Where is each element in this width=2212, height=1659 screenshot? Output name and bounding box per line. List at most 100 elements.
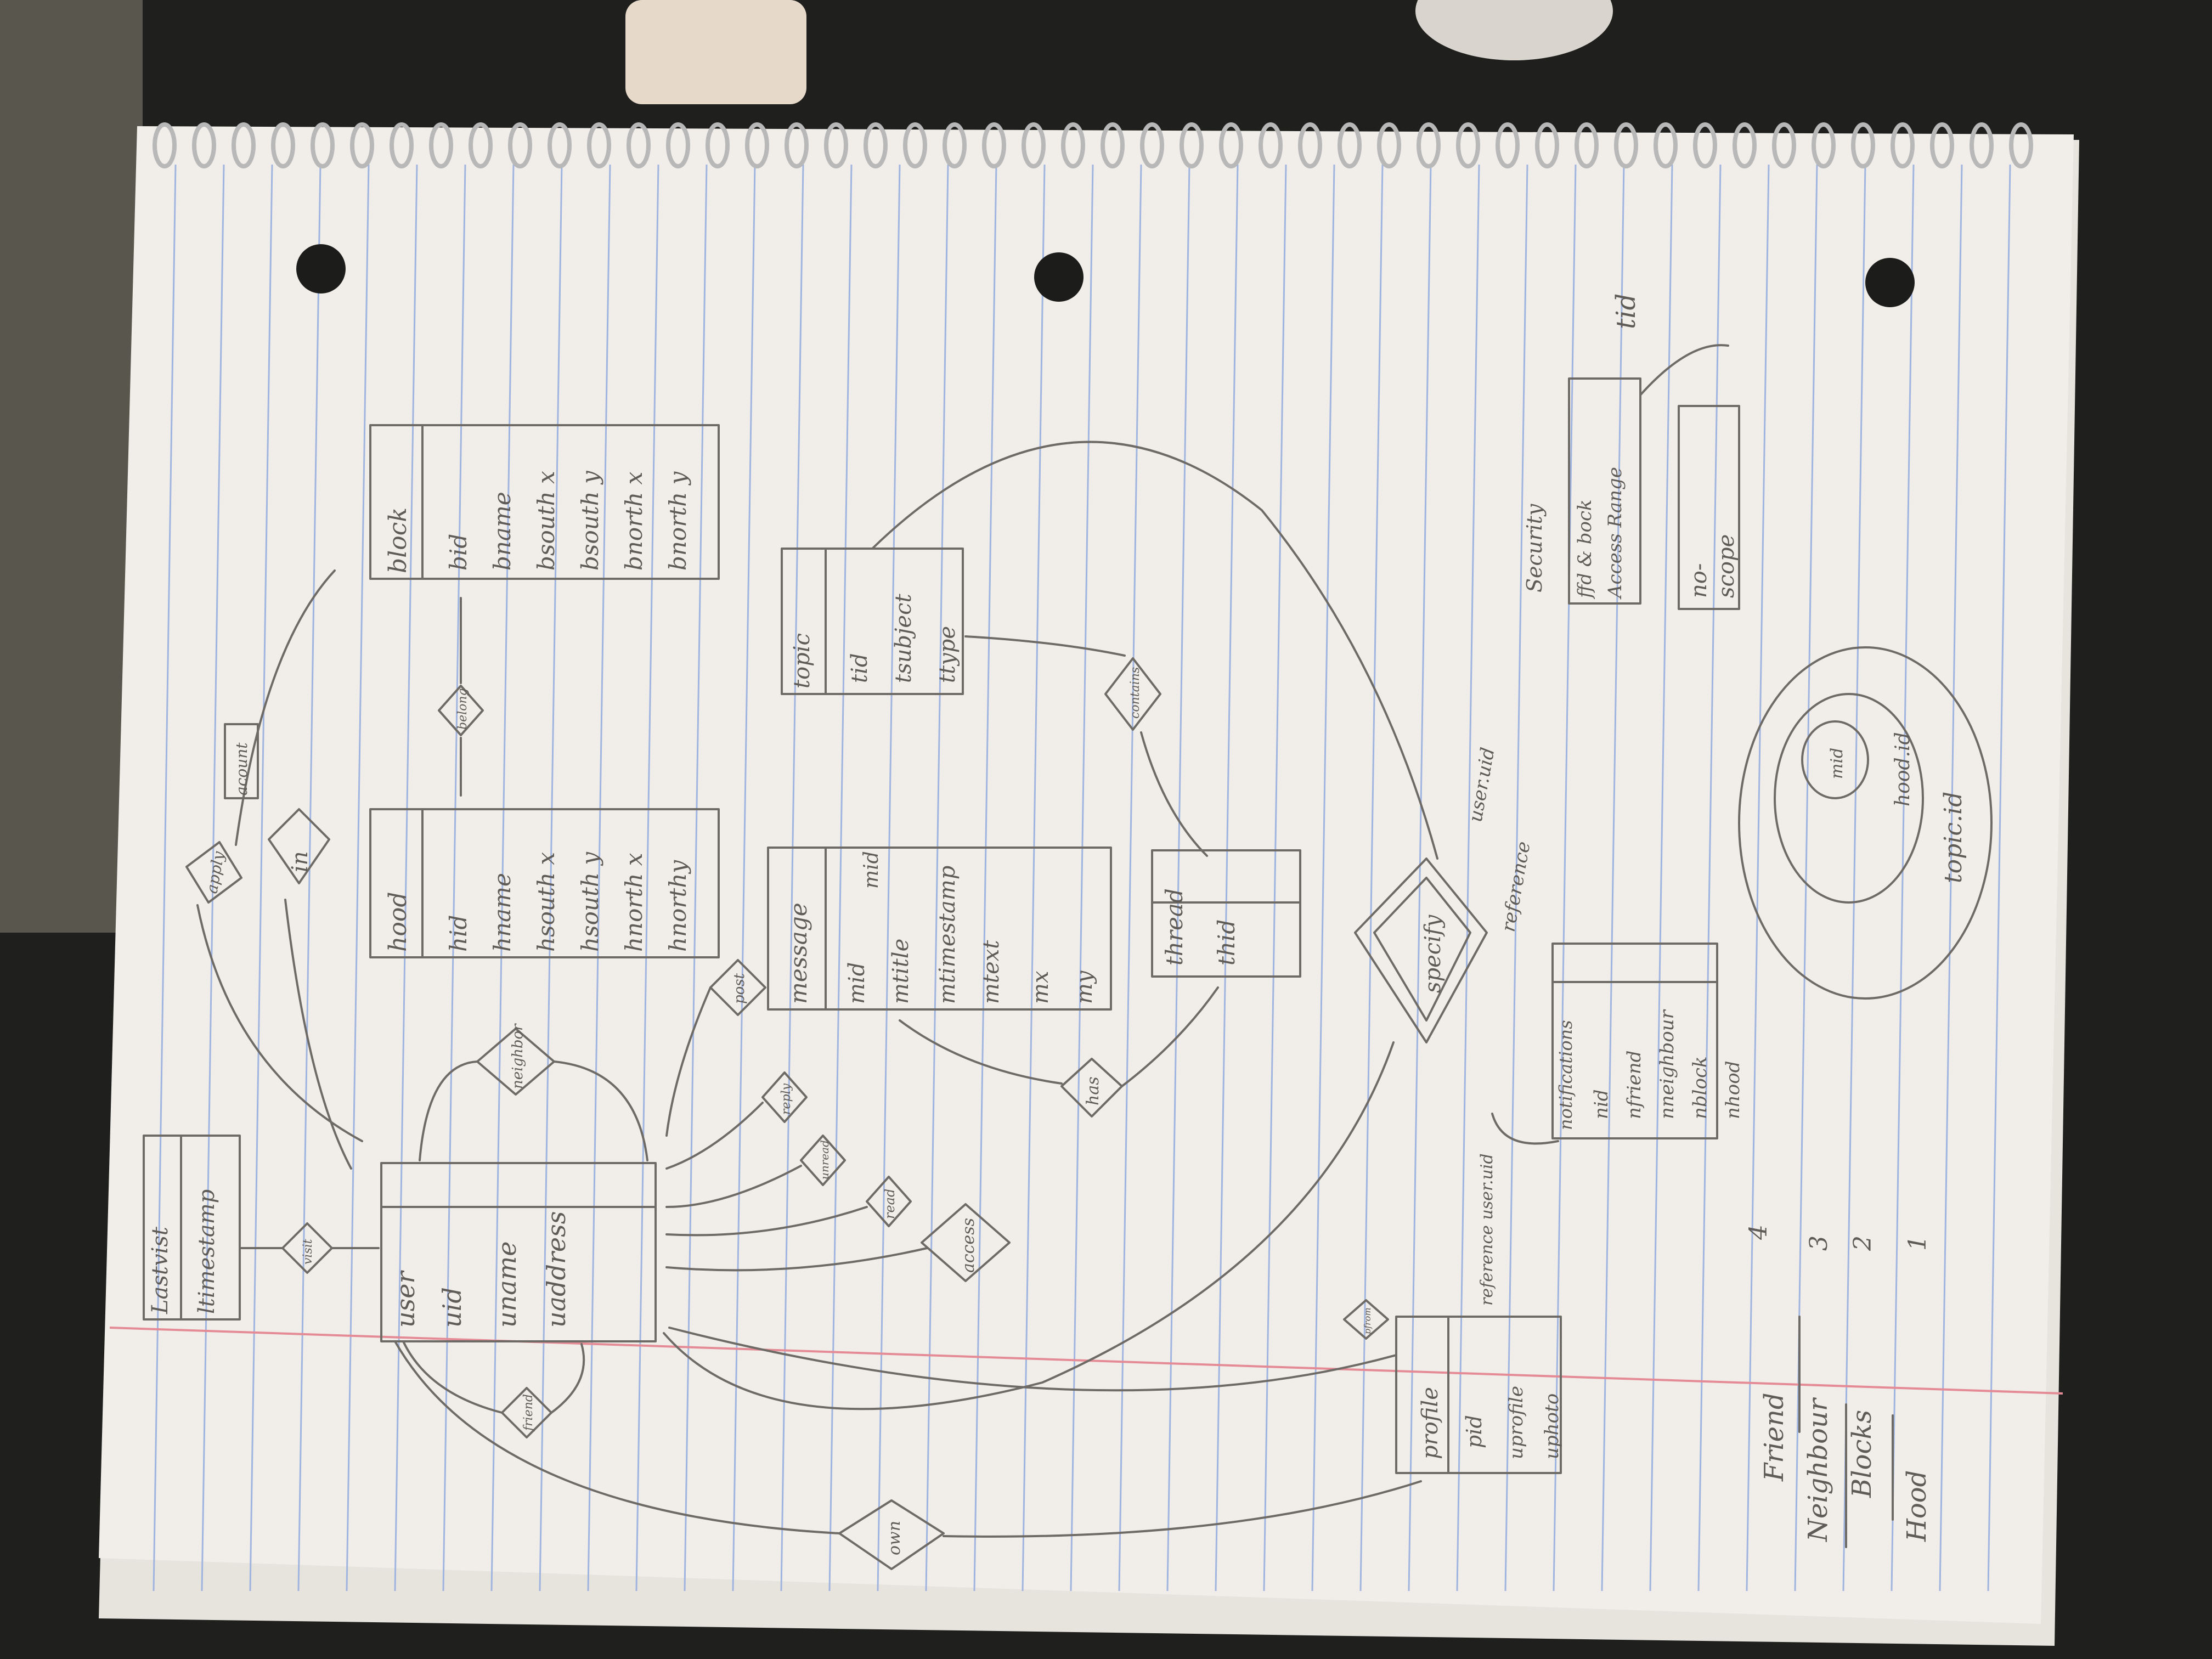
rule-line: [394, 164, 418, 1592]
spiral-ring: [1417, 122, 1441, 168]
unread-relationship: unread: [665, 1135, 846, 1208]
acount-label: acount: [233, 742, 251, 795]
spiral-ring: [785, 122, 809, 168]
neighbor-relationship: neighbor: [419, 1023, 648, 1161]
rule-line: [1746, 164, 1770, 1592]
message-field-3: mtimestamp: [935, 866, 960, 1004]
rule-line: [732, 164, 756, 1592]
middle-circle: [1774, 693, 1924, 904]
access-relationship: access: [665, 1203, 1011, 1282]
rule-line: [1456, 164, 1480, 1592]
spiral-ring: [390, 122, 414, 168]
rule-line: [1408, 164, 1432, 1592]
rule-line: [297, 164, 321, 1592]
specify-label: specify: [1420, 914, 1446, 993]
eraser: [625, 0, 806, 104]
profile-field-3: uphoto: [1541, 1393, 1563, 1459]
read-label: read: [882, 1189, 898, 1219]
block-field-6: bnorth y: [664, 471, 691, 571]
hood-title: hood: [384, 892, 412, 952]
hood-field-2: hname: [489, 873, 516, 952]
spiral-ring: [1022, 122, 1046, 168]
spiral-ring: [1377, 122, 1401, 168]
apply-relationship: apply: [185, 569, 363, 1142]
message-title: message: [785, 902, 812, 1004]
topic-field-3: ttype: [935, 626, 960, 683]
spiral-ring: [192, 122, 216, 168]
spiral-ring: [745, 122, 769, 168]
rule-line: [249, 164, 273, 1592]
block-field-5: bnorth x: [620, 471, 647, 571]
spiral-ring: [1891, 122, 1915, 168]
hood-entity: hood hid hname hsouth x hsouth y hnorth …: [369, 808, 720, 958]
rule-line: [635, 164, 659, 1592]
spiral-ring: [271, 122, 295, 168]
thread-entity: thread thid: [1151, 849, 1301, 978]
profile-entity: profile pid uprofile uphoto pfrom: [668, 1299, 1563, 1474]
message-field-6: my: [1072, 970, 1097, 1004]
rule-line: [1649, 164, 1673, 1592]
profile-title: profile: [1418, 1387, 1443, 1459]
message-field-4: mtext: [979, 940, 1004, 1004]
block-title: block: [384, 507, 412, 573]
reply-label: reply: [780, 1083, 793, 1115]
rule-line: [1891, 164, 1915, 1592]
spiral-ring: [2009, 122, 2033, 168]
outer-circle: [1738, 646, 1993, 1000]
spiral-ring: [864, 122, 888, 168]
block-field-4: bsouth y: [577, 470, 603, 571]
object-top: [1415, 0, 1613, 60]
notifications-title: notifications: [1555, 1020, 1576, 1130]
unread-label: unread: [818, 1140, 831, 1180]
notifications-field-3: nneighbour: [1656, 1009, 1678, 1119]
spiral-ring: [706, 122, 730, 168]
spiral-ring: [1970, 122, 1994, 168]
spiral-ring: [627, 122, 651, 168]
spiral-ring: [429, 122, 453, 168]
block-field-1: bid: [445, 534, 472, 571]
lastvisit-title: Lastvist: [148, 1226, 173, 1314]
legend-row-3-label: Blocks: [1847, 1410, 1877, 1498]
rule-line: [1263, 164, 1287, 1592]
notifications-field-5: nhood: [1722, 1061, 1744, 1120]
block-field-2: bname: [489, 492, 516, 571]
contains-relationship: contains: [964, 635, 1208, 857]
rule-line: [1070, 164, 1094, 1592]
belong-relationship: belong: [438, 597, 484, 797]
spiral-ring: [1101, 122, 1125, 168]
legend-row-4-value: 1: [1904, 1235, 1932, 1251]
ltimestamp-field: ltimestamp: [194, 1189, 219, 1314]
spiral-ring: [1614, 122, 1638, 168]
spiral-ring: [1298, 122, 1322, 168]
rule-line: [925, 164, 949, 1592]
post-label: post: [731, 973, 748, 1004]
profile-field-2: uprofile: [1505, 1386, 1527, 1459]
topic-title: topic: [789, 633, 815, 689]
rule-line: [442, 164, 466, 1592]
spiral-ring: [1061, 122, 1085, 168]
inner-circle: [1801, 720, 1869, 799]
spiral-ring: [666, 122, 690, 168]
friend-relationship: friend: [402, 1340, 585, 1438]
legend-row-1-value: 4: [1745, 1224, 1773, 1240]
margin-line: [109, 1327, 2063, 1395]
none-field-1: scope: [1714, 534, 1739, 598]
spiral-ring: [469, 122, 493, 168]
spiral-ring: [1851, 122, 1875, 168]
spiral-ring: [1496, 122, 1520, 168]
neighbor-label: neighbor: [510, 1023, 526, 1089]
rule-line: [153, 164, 177, 1592]
user-field-3: uaddress: [541, 1211, 571, 1328]
lastvisit-entity: Lastvist ltimestamp: [143, 1135, 241, 1321]
spiral-ring: [1140, 122, 1164, 168]
hood-field-6: hnorthy: [664, 860, 691, 952]
user-field-2: uname: [492, 1241, 522, 1328]
hood-field-1: hid: [445, 915, 472, 952]
rule-line: [1504, 164, 1528, 1592]
punch-hole-2: [1034, 252, 1084, 302]
spiral-ring: [153, 122, 177, 168]
spiral-ring: [824, 122, 848, 168]
spiral-ring: [1575, 122, 1599, 168]
post-relationship: post: [665, 959, 766, 1137]
message-field-5: mx: [1028, 971, 1053, 1005]
